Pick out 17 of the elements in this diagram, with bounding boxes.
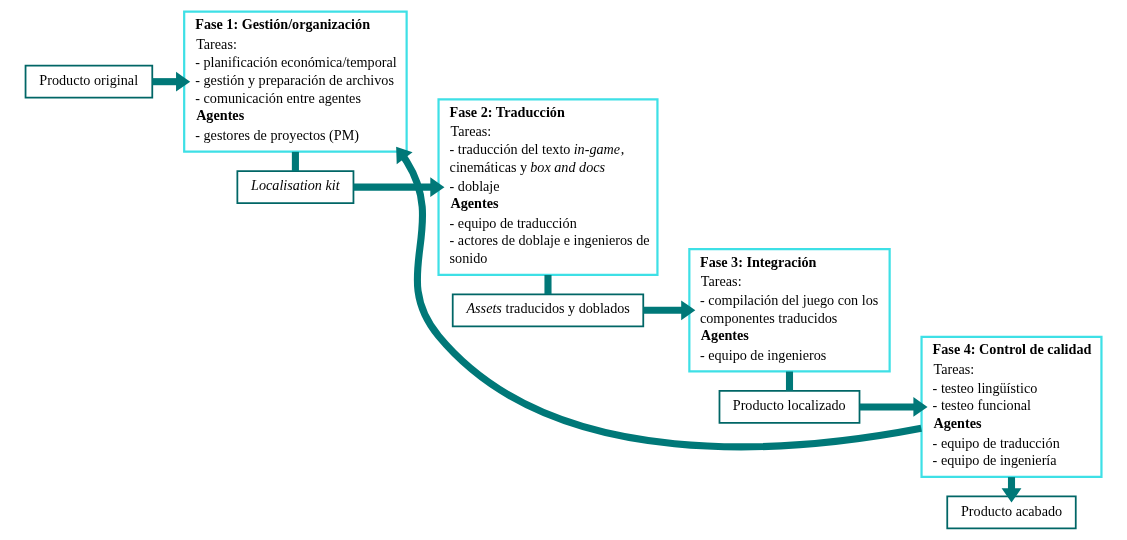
node-box: Assets traducidos y doblados [451,293,645,328]
node-box: Fase 2: Traducción Tareas: - traducción del texto in-game, cinemáticas y box and docs - doblaje Agentes - equipo de traducción - actores de doblaje e ingenieros de sonido [437,98,659,276]
connector [291,151,299,172]
arrow [643,300,696,321]
node-box: Producto localizado [718,390,861,424]
arrow [152,71,191,92]
node-box: Fase 3: Integración Tareas: - compilación del juego con los componentes traducidos Agentes - equipo de ingenieros [688,248,891,373]
node-box: Fase 4: Control de calidad Tareas: - testeo lingüístico - testeo funcional Agentes - equipo de traducción - equipo de ingeniería [920,335,1103,479]
arrow [396,146,922,451]
arrow [353,177,445,198]
connector [544,274,552,295]
node-box: Producto original [24,64,154,99]
connector [785,371,794,391]
node-box: Producto acabado [946,495,1077,530]
node-box: Fase 1: Gestión/organización Tareas: - planificación económica/temporal - gestión y preparación de archivos - comunicación entre agentes Agentes - gestores de proyectos (PM) [183,10,408,153]
node-box: Localisation kit [236,170,355,204]
arrow [859,397,928,417]
